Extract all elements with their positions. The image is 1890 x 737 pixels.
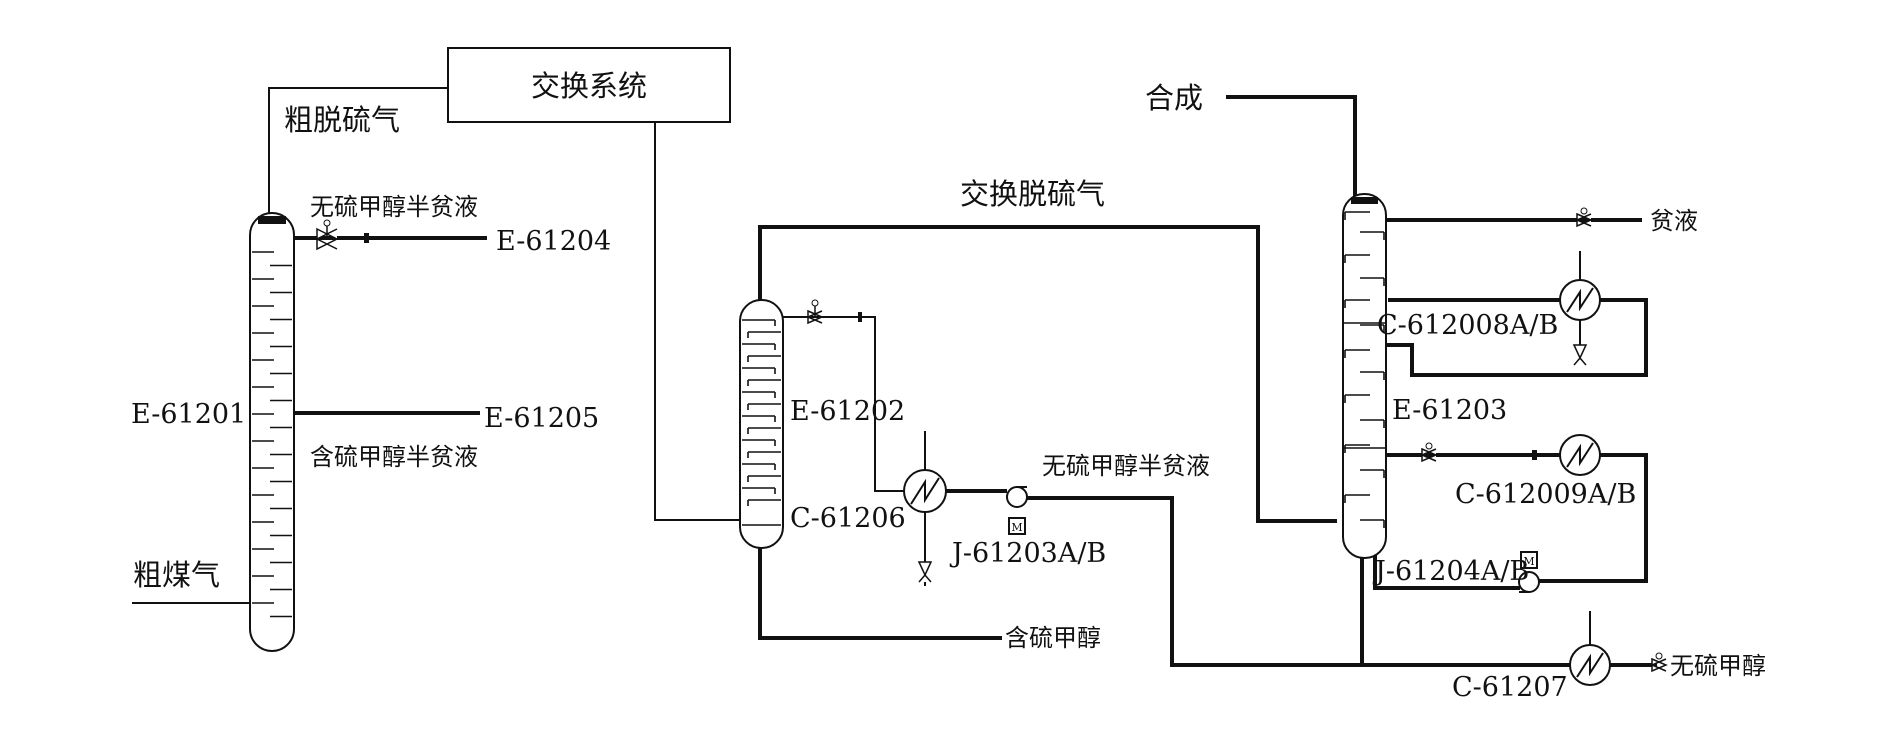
pipe-c612008-loop	[1386, 298, 1648, 377]
pipe-c612009-loop	[1538, 453, 1648, 583]
column-e61203	[1342, 193, 1387, 559]
valve-icon[interactable]	[1420, 442, 1438, 463]
motor-icon: M	[1520, 551, 1538, 569]
valve-icon[interactable]	[917, 561, 933, 583]
e61201-label: E-61201	[131, 399, 246, 430]
e61205-label: E-61205	[484, 403, 599, 434]
heat-exchanger-icon[interactable]	[1569, 644, 1611, 686]
heat-exchanger-icon[interactable]	[903, 469, 947, 513]
pump-icon[interactable]	[1518, 571, 1540, 593]
c612009-label: C-612009A/B	[1455, 479, 1636, 510]
valve-icon[interactable]	[806, 299, 824, 325]
motor-icon: M	[1008, 517, 1026, 535]
valve-icon[interactable]	[1650, 652, 1668, 673]
sulfur-semi-lean-label: 含硫甲醇半贫液	[310, 443, 478, 471]
j61204-label: J-61204A/B	[1372, 556, 1529, 587]
exchange-desulf-gas-label: 交换脱硫气	[960, 177, 1105, 211]
trays-e61201	[252, 251, 292, 618]
pipe-exchange-to-e61202	[654, 121, 746, 521]
valve-icon[interactable]	[1575, 207, 1593, 228]
e61202-label: E-61202	[790, 396, 905, 427]
synthesis-label: 合成	[1145, 81, 1203, 115]
trays-e61202	[742, 319, 781, 526]
pump-icon[interactable]	[1006, 486, 1028, 508]
pipe-crude-desulf-gas	[268, 87, 449, 214]
flange-icon	[364, 233, 369, 243]
heat-exchanger-icon[interactable]	[1559, 434, 1601, 476]
flange-icon	[1532, 450, 1537, 460]
trays-e61203	[1343, 211, 1386, 528]
svg-text:M: M	[1523, 555, 1534, 568]
crude-desulf-gas-label: 粗脱硫气	[284, 103, 400, 137]
pipe-e61202-to-c61206	[782, 316, 906, 492]
sulfur-free-methanol-label: 无硫甲醇	[1670, 652, 1766, 680]
sulfur-free-semi-lean-mid-label: 无硫甲醇半贫液	[1042, 452, 1210, 480]
flange-icon	[858, 312, 862, 322]
pipe-col3-bottom	[1360, 556, 1570, 667]
column-e61201	[249, 212, 295, 652]
sulfur-free-semi-lean-top-label: 无硫甲醇半贫液	[310, 193, 478, 221]
sulfur-methanol-label: 含硫甲醇	[1005, 624, 1101, 652]
exchange-system-label: 交换系统	[531, 69, 647, 103]
exchange-system-box	[447, 47, 731, 123]
c61206-label: C-61206	[790, 503, 906, 534]
j61203-label: J-61203A/B	[949, 538, 1106, 569]
pipe-sulfur-methanol	[758, 546, 1002, 640]
column-e61202	[739, 299, 784, 549]
pipe-synthesis	[1226, 95, 1357, 200]
c612008-label: C-612008A/B	[1377, 310, 1558, 341]
e61203-label: E-61203	[1392, 395, 1507, 426]
pipe-exchange-desulf-gas	[758, 225, 1337, 523]
c61207-label: C-61207	[1452, 672, 1568, 703]
valve-icon[interactable]	[315, 219, 339, 251]
lean-liquid-label: 贫液	[1650, 207, 1698, 235]
e61204-label: E-61204	[496, 226, 611, 257]
svg-text:M: M	[1011, 521, 1022, 534]
crude-coal-gas-label: 粗煤气	[133, 558, 220, 592]
valve-icon[interactable]	[1572, 344, 1588, 366]
heat-exchanger-icon[interactable]	[1559, 279, 1601, 321]
pipe-sulfur-free-semi-lean	[1023, 496, 1364, 667]
